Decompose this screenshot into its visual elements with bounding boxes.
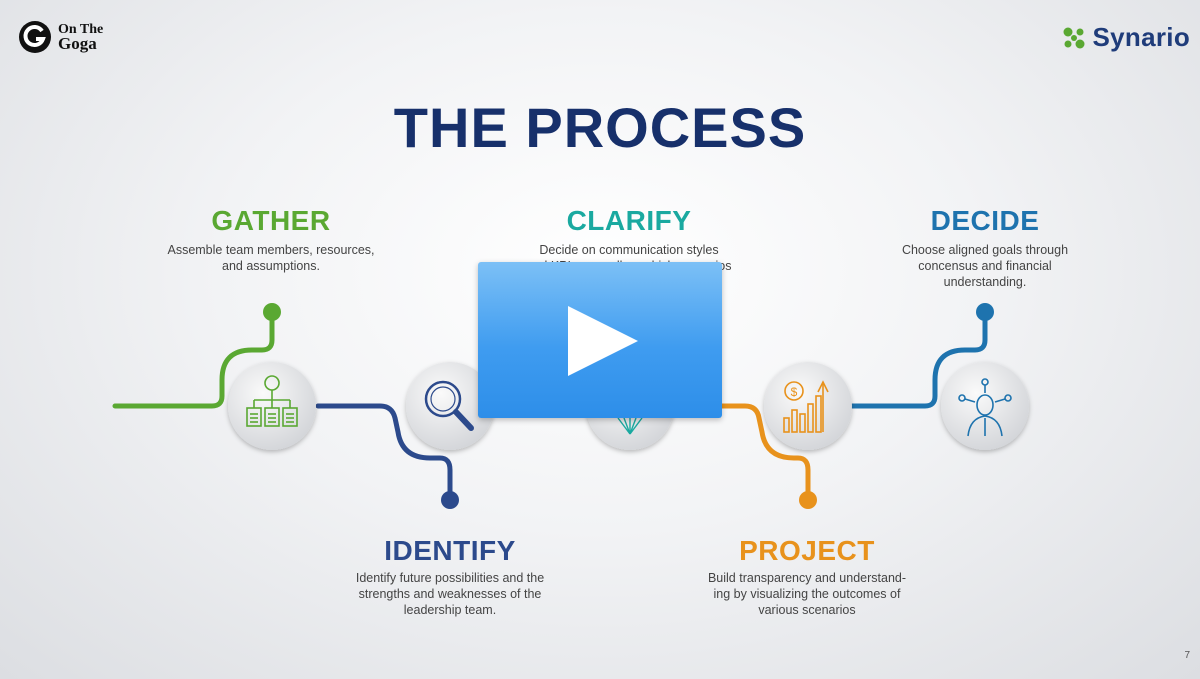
step-decide-title: DECIDE bbox=[930, 205, 1040, 236]
on-the-goga-logo: On The Goga bbox=[18, 20, 103, 54]
growth-chart-icon: $ bbox=[783, 380, 829, 433]
step-decide-desc: Choose aligned goals through concensus a… bbox=[901, 243, 1069, 289]
gather-connector-node bbox=[263, 303, 281, 321]
step-project-title: PROJECT bbox=[739, 535, 875, 566]
step-clarify-title: CLARIFY bbox=[566, 205, 692, 236]
prism-icon bbox=[617, 417, 643, 435]
page-title: THE PROCESS bbox=[393, 96, 807, 159]
video-play-button[interactable] bbox=[478, 262, 722, 418]
network-person-icon bbox=[958, 378, 1012, 437]
step-identify-title: IDENTIFY bbox=[384, 535, 516, 566]
step-project-desc: Build transparency and understand- ing b… bbox=[707, 571, 907, 617]
synario-logo: Synario bbox=[1061, 22, 1190, 53]
decide-icon-circle bbox=[941, 362, 1029, 450]
project-connector bbox=[717, 403, 811, 503]
magnifier-icon bbox=[424, 380, 474, 431]
logo-line1: On The bbox=[58, 22, 104, 37]
step-gather-desc: Assemble team members, resources, and as… bbox=[167, 243, 375, 273]
page-number: 7 bbox=[1184, 650, 1190, 661]
decide-connector bbox=[849, 309, 988, 409]
decide-connector-node bbox=[976, 303, 994, 321]
synario-logo-icon bbox=[1063, 27, 1085, 48]
identify-connector-node bbox=[441, 491, 459, 509]
synario-logo-text: Synario bbox=[1092, 22, 1190, 52]
identify-connector bbox=[315, 403, 453, 503]
goga-logo-icon bbox=[19, 21, 51, 53]
org-chart-icon bbox=[246, 375, 298, 427]
gather-connector bbox=[112, 309, 275, 409]
step-gather-title: GATHER bbox=[211, 205, 331, 236]
play-icon bbox=[568, 306, 638, 376]
svg-text:$: $ bbox=[791, 385, 798, 399]
step-identify-desc: Identify future possibilities and the st… bbox=[355, 571, 545, 617]
project-connector-node bbox=[799, 491, 817, 509]
logo-line2: Goga bbox=[58, 34, 97, 53]
